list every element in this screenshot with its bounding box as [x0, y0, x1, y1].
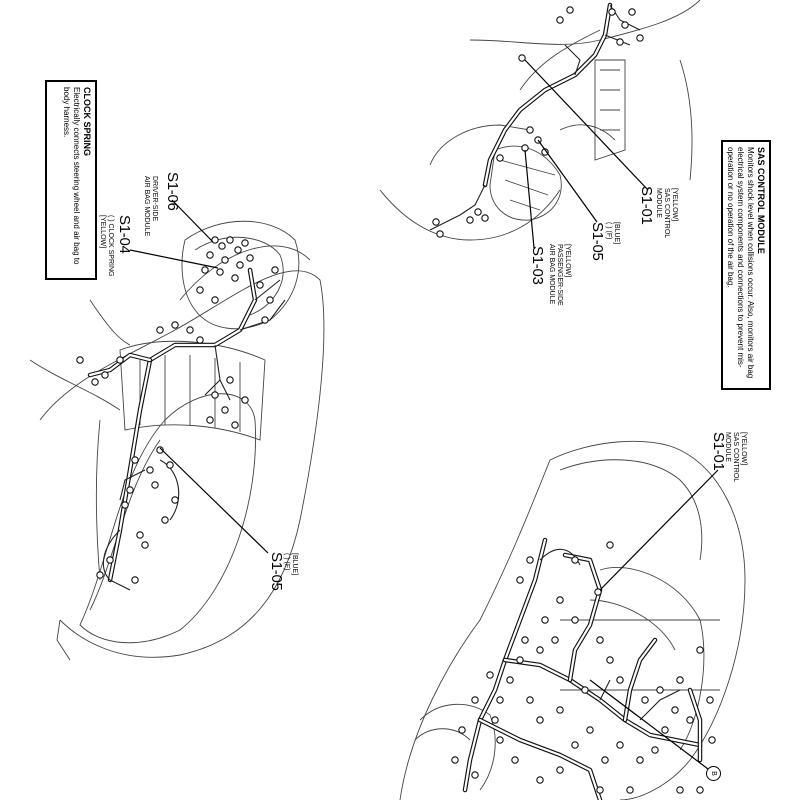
body-leaders: [589, 469, 719, 773]
desc-line: ( ) CLOCK SPRING: [107, 215, 114, 277]
desc-line: AIR BAG MODULE: [143, 176, 150, 237]
desc-line: SAS CONTROL: [663, 188, 670, 239]
connector-desc-s1-06: DRIVER-SIDE AIR BAG MODULE: [142, 176, 158, 236]
connector-label-s1-03: S1-03: [529, 246, 546, 285]
passenger-side-connectors: [432, 6, 644, 238]
dashboard-leaders: [129, 199, 269, 554]
connector-code: S1-01: [710, 432, 727, 471]
connector-label-s1-04: S1-04: [116, 215, 133, 254]
clock-spring-title: CLOCK SPRING: [82, 87, 92, 157]
connector-code: S1-06: [164, 172, 181, 211]
connector-desc-s1-01-top: [YELLOW] SAS CONTROL MODULE: [654, 188, 678, 238]
connector-desc-s1-05-top: [BLUE] ( ) (F): [604, 222, 620, 244]
passenger-side-leaders: [524, 59, 649, 249]
desc-line: [BLUE]: [613, 222, 620, 245]
body-harness: [462, 537, 703, 800]
connector-label-s1-01-top: S1-01: [638, 186, 655, 225]
body-connectors: [451, 541, 716, 794]
connector-desc-s1-04: ( ) CLOCK SPRING [YELLOW]: [98, 215, 114, 276]
connector-code: S1-04: [116, 215, 133, 254]
dashboard-connectors: [76, 236, 279, 584]
connector-desc-s1-03: [YELLOW] PASSENGER-SIDE AIR BAG MODULE: [547, 244, 571, 306]
connector-label-s1-05-top: S1-05: [589, 222, 606, 261]
connector-label-s1-01-right: S1-01: [710, 432, 727, 471]
desc-line: AIR BAG MODULE: [548, 244, 555, 305]
sas-module-title: SAS CONTROL MODULE: [756, 147, 766, 254]
desc-line: PASSENGER-SIDE: [556, 244, 563, 306]
sas-module-description: Monitors shock level when collisions occ…: [726, 147, 755, 379]
sas-control-module-callout: SAS CONTROL MODULE Monitors shock level …: [721, 140, 771, 390]
desc-line: [YELLOW]: [671, 188, 678, 222]
reference-marker: B: [706, 766, 721, 781]
clock-spring-description: Electrically connects steering wheel and…: [62, 87, 81, 265]
clock-spring-callout: CLOCK SPRING Electrically connects steer…: [45, 80, 97, 280]
passenger-side-outline: [379, 0, 701, 241]
desc-line: [YELLOW]: [99, 215, 106, 249]
dashboard-outline: [29, 220, 325, 661]
connector-code: S1-01: [638, 186, 655, 225]
connector-code: S1-05: [268, 552, 285, 591]
connector-label-s1-05-left: S1-05: [268, 552, 285, 591]
connector-label-s1-06: S1-06: [164, 172, 181, 211]
connector-code: S1-03: [529, 246, 546, 285]
connector-code: S1-05: [589, 222, 606, 261]
desc-line: DRIVER-SIDE: [151, 176, 158, 222]
desc-line: [YELLOW]: [740, 432, 747, 466]
desc-line: SAS CONTROL: [732, 432, 739, 483]
desc-line: MODULE: [655, 188, 662, 218]
desc-line: [BLUE]: [291, 553, 298, 576]
desc-line: [YELLOW]: [564, 244, 571, 278]
passenger-side-harness: [429, 2, 641, 231]
